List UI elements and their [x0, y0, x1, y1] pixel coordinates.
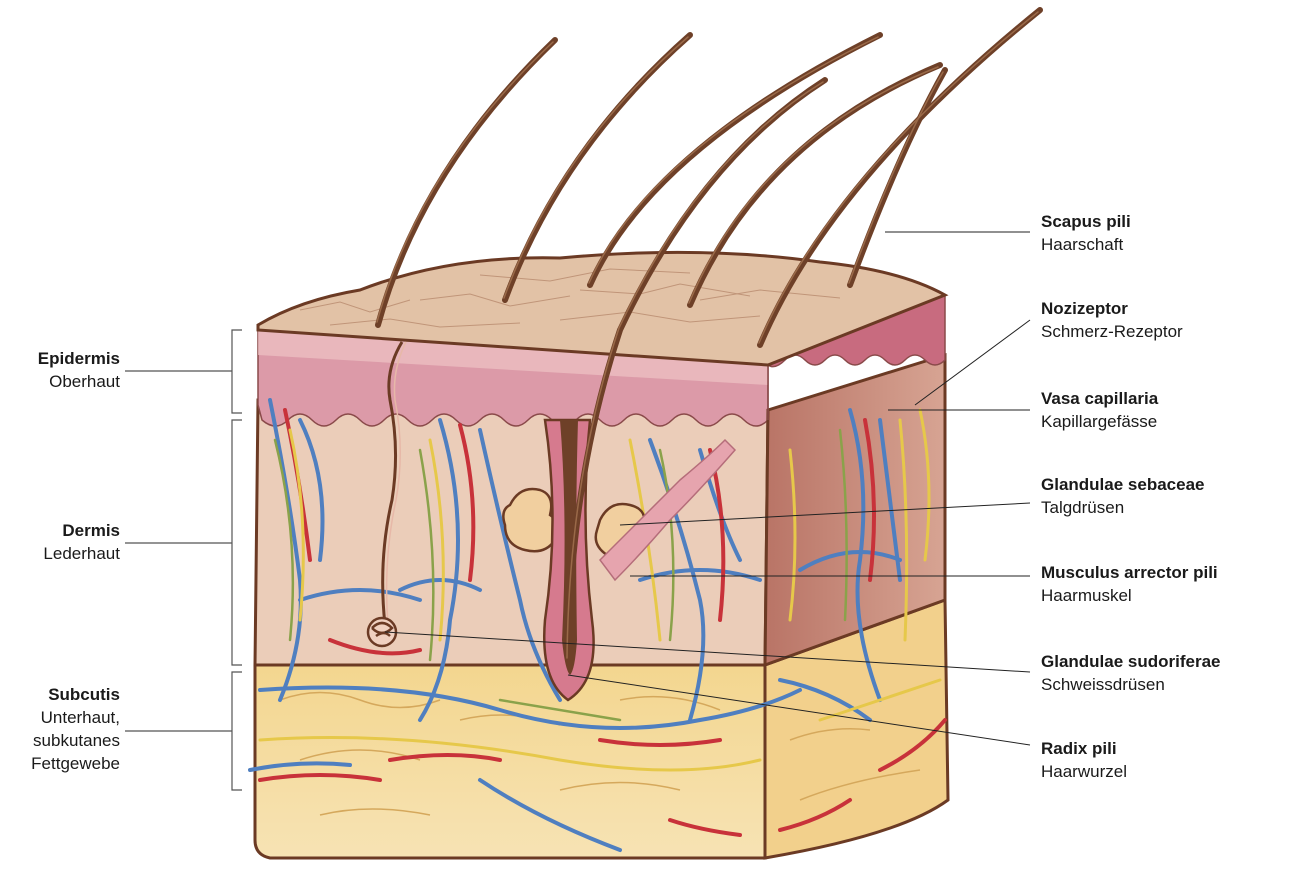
label-subcutis-german-line2: subkutanes: [0, 729, 120, 752]
label-glandulae-sebaceae-german: Talgdrüsen: [1041, 496, 1204, 519]
label-vasa-capillaria: Vasa capillaria Kapillargefässe: [1041, 387, 1158, 433]
label-radix-pili: Radix pili Haarwurzel: [1041, 737, 1127, 783]
label-nozizeptor-latin: Nozizeptor: [1041, 297, 1183, 320]
label-glandulae-sebaceae: Glandulae sebaceae Talgdrüsen: [1041, 473, 1204, 519]
label-musculus-arrector-pili: Musculus arrector pili Haarmuskel: [1041, 561, 1218, 607]
label-scapus-pili-german: Haarschaft: [1041, 233, 1131, 256]
label-vasa-capillaria-german: Kapillargefässe: [1041, 410, 1158, 433]
label-epidermis-latin: Epidermis: [0, 347, 120, 370]
label-dermis-latin: Dermis: [0, 519, 120, 542]
label-musculus-arrector-pili-german: Haarmuskel: [1041, 584, 1218, 607]
label-nozizeptor: Nozizeptor Schmerz-Rezeptor: [1041, 297, 1183, 343]
label-radix-pili-german: Haarwurzel: [1041, 760, 1127, 783]
label-radix-pili-latin: Radix pili: [1041, 737, 1127, 760]
label-subcutis-german-line3: Fettgewebe: [0, 752, 120, 775]
label-glandulae-sebaceae-latin: Glandulae sebaceae: [1041, 473, 1204, 496]
label-scapus-pili-latin: Scapus pili: [1041, 210, 1131, 233]
layer-brackets: [125, 330, 242, 790]
label-subcutis: Subcutis Unterhaut, subkutanes Fettgeweb…: [0, 683, 120, 775]
label-glandulae-sudoriferae-latin: Glandulae sudoriferae: [1041, 650, 1221, 673]
label-dermis: Dermis Lederhaut: [0, 519, 120, 565]
label-vasa-capillaria-latin: Vasa capillaria: [1041, 387, 1158, 410]
label-subcutis-latin: Subcutis: [0, 683, 120, 706]
subcutis-front: [255, 665, 765, 858]
label-epidermis: Epidermis Oberhaut: [0, 347, 120, 393]
label-nozizeptor-german: Schmerz-Rezeptor: [1041, 320, 1183, 343]
label-subcutis-german-line1: Unterhaut,: [0, 706, 120, 729]
label-glandulae-sudoriferae-german: Schweissdrüsen: [1041, 673, 1221, 696]
label-dermis-german: Lederhaut: [0, 542, 120, 565]
label-glandulae-sudoriferae: Glandulae sudoriferae Schweissdrüsen: [1041, 650, 1221, 696]
label-epidermis-german: Oberhaut: [0, 370, 120, 393]
label-musculus-arrector-pili-latin: Musculus arrector pili: [1041, 561, 1218, 584]
label-scapus-pili: Scapus pili Haarschaft: [1041, 210, 1131, 256]
